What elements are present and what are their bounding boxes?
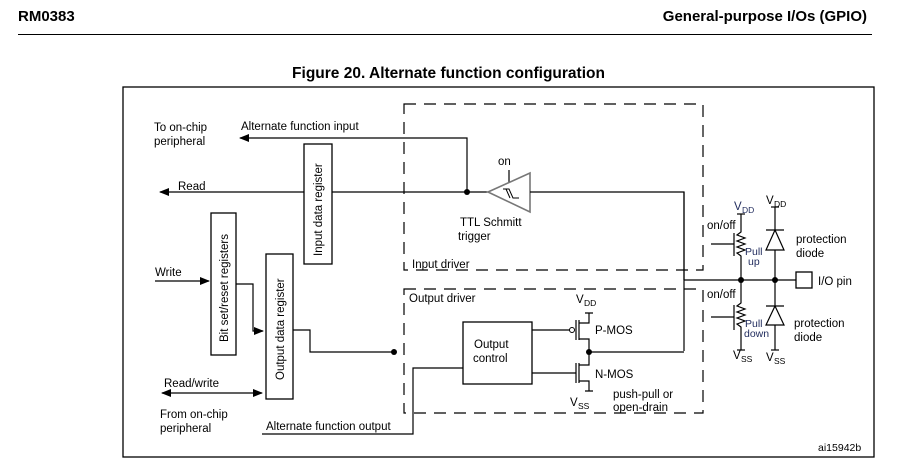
push-pull-label-line2: open-drain <box>613 402 668 414</box>
ttl-schmitt-label-line2: trigger <box>458 231 491 243</box>
protection-diode-up-label-2: diode <box>796 248 824 260</box>
pulldown-vss-sub: SS <box>741 354 753 364</box>
output-control-label-line1: Output <box>474 339 509 351</box>
protection-diode-down-label-1: protection <box>794 318 845 330</box>
pullup-onoff-label: on/off <box>707 220 736 232</box>
ttl-schmitt-label-line1: TTL Schmitt <box>460 217 522 229</box>
io-pin-label: I/O pin <box>818 276 852 288</box>
schmitt-on-label: on <box>498 156 511 168</box>
pullup-vdd-v: V <box>734 201 742 213</box>
odr-output-wire <box>293 329 394 353</box>
pmos-transistor <box>532 312 593 352</box>
output-data-register-box <box>265 253 294 400</box>
diode-vss-v: V <box>766 352 774 364</box>
io-pin-box <box>795 271 813 289</box>
diode-vss-sub: SS <box>774 356 786 366</box>
alt-func-input-arrow <box>239 134 468 192</box>
push-pull-label-line1: push-pull or <box>613 389 673 401</box>
mux-junction-dot <box>391 349 397 355</box>
section-title: General-purpose I/Os (GPIO) <box>662 8 867 25</box>
output-driver-label: Output driver <box>409 293 476 305</box>
pulldown-vss-v: V <box>733 350 741 362</box>
nmos-transistor <box>532 352 593 392</box>
pulldown-onoff-label: on/off <box>707 289 736 301</box>
figure-frame <box>122 86 875 458</box>
alt-func-input-label: Alternate function input <box>241 121 359 133</box>
protection-diode-down-label-2: diode <box>794 332 822 344</box>
alt-func-output-wire <box>262 367 463 435</box>
input-driver-label: Input driver <box>412 259 470 271</box>
output-control-label-line2: control <box>473 353 508 365</box>
input-data-register-label: Input data register <box>313 163 325 256</box>
nmos-vss-sub: SS <box>578 401 590 411</box>
read-write-label: Read/write <box>164 378 219 390</box>
pull-up-resistor <box>711 213 747 280</box>
nmos-label: N-MOS <box>595 369 634 381</box>
to-onchip-label-line1: To on-chip <box>154 122 207 134</box>
diode-vdd-v: V <box>766 195 774 207</box>
pmos-label: P-MOS <box>595 325 633 337</box>
diode-vdd-sub: DD <box>774 199 786 209</box>
output-driver-boundary <box>403 288 704 414</box>
pull-down-label-1: Pull <box>745 318 763 330</box>
protection-diode-down <box>765 280 785 351</box>
pull-up-label-1: Pull <box>745 246 763 258</box>
output-control-box <box>462 321 533 385</box>
write-label: Write <box>155 267 182 279</box>
figure-title: Figure 20. Alternate function configurat… <box>292 65 605 82</box>
junction-dot <box>464 189 470 195</box>
output-data-register-label: Output data register <box>275 278 287 380</box>
header-divider <box>18 34 872 35</box>
pullup-vdd-sub: DD <box>742 205 754 215</box>
input-data-register-box <box>303 143 333 265</box>
bit-set-reset-registers-box <box>210 212 237 356</box>
input-driver-boundary <box>403 103 704 271</box>
bsrr-to-odr-arrow <box>236 283 264 335</box>
hysteresis-icon <box>503 188 519 199</box>
pmos-vdd-sub: DD <box>584 298 596 308</box>
figure-ref-code: ai15942b <box>818 442 861 454</box>
pull-down-label-2: down <box>744 328 769 340</box>
protection-diode-up-label-1: protection <box>796 234 847 246</box>
to-onchip-label-line2: peripheral <box>154 136 205 148</box>
pull-up-label-2: up <box>748 256 760 268</box>
nmos-vss-v: V <box>570 397 578 409</box>
bit-set-reset-registers-label: Bit set/reset registers <box>219 234 231 342</box>
alt-func-output-label: Alternate function output <box>266 421 391 433</box>
read-label: Read <box>178 181 206 193</box>
from-onchip-label-line1: From on-chip <box>160 409 228 421</box>
protection-diode-up <box>765 206 785 280</box>
pull-down-resistor <box>711 280 747 351</box>
from-onchip-label-line2: peripheral <box>160 423 211 435</box>
pmos-vdd-v: V <box>576 294 584 306</box>
document-id: RM0383 <box>18 8 75 25</box>
